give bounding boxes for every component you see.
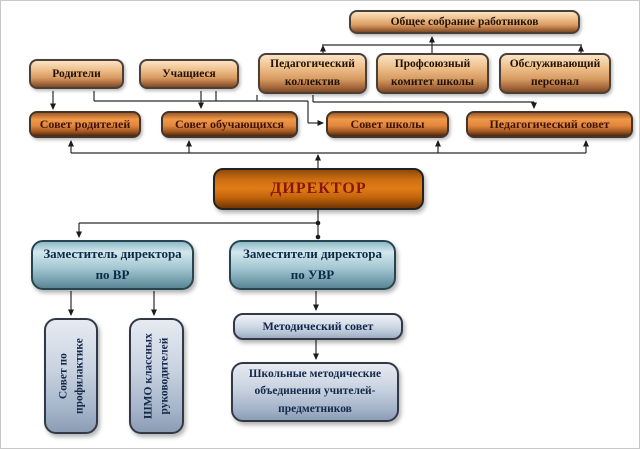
node-label: Совет обучающихся	[174, 117, 285, 131]
node-parents-council: Совет родителей	[29, 111, 141, 138]
node-trade-union-committee: Профсоюзный комитет школы	[376, 53, 489, 94]
node-label: Общее собрание работников	[390, 16, 539, 28]
node-students-council: Совет обучающихся	[161, 111, 298, 138]
node-pedagogical-council: Педагогический совет	[466, 111, 633, 138]
node-label: Педагогический совет	[489, 117, 610, 131]
node-deputy-uvr: Заместители директора по УВР	[229, 240, 396, 290]
node-director: ДИРЕКТОР	[213, 168, 424, 210]
node-label: Школьные методические объединения учител…	[248, 368, 382, 415]
node-school-council: Совет школы	[326, 111, 449, 138]
node-label: Заместители директора по УВР	[243, 246, 382, 282]
node-label: Совет родителей	[39, 117, 131, 131]
node-students: Учащиеся	[139, 59, 239, 89]
node-label: Педагогический коллектив	[270, 58, 355, 88]
node-label: Обслуживающий персонал	[509, 58, 601, 88]
node-label: ДИРЕКТОР	[270, 180, 367, 197]
node-label: Методический совет	[262, 319, 374, 333]
node-label: Совет школы	[350, 117, 425, 131]
node-shmo-class-teachers: ШМО классных руководителей	[129, 318, 184, 434]
node-school-methodical-associations: Школьные методические объединения учител…	[231, 362, 399, 422]
node-label: Учащиеся	[162, 68, 216, 80]
node-general-meeting: Общее собрание работников	[349, 10, 580, 34]
node-label: Профсоюзный комитет школы	[391, 58, 474, 88]
node-deputy-vr: Заместитель директора по ВР	[31, 240, 194, 290]
node-label: Совет по профилактике	[56, 338, 85, 414]
node-parents: Родители	[29, 59, 124, 89]
node-label: Заместитель директора по ВР	[43, 246, 182, 282]
node-label: ШМО классных руководителей	[142, 333, 171, 419]
node-label: Родители	[52, 68, 101, 80]
node-prevention-council: Совет по профилактике	[44, 318, 98, 434]
node-pedagogical-collective: Педагогический коллектив	[258, 53, 367, 94]
node-service-staff: Обслуживающий персонал	[499, 53, 611, 94]
node-methodical-council: Методический совет	[233, 313, 403, 340]
